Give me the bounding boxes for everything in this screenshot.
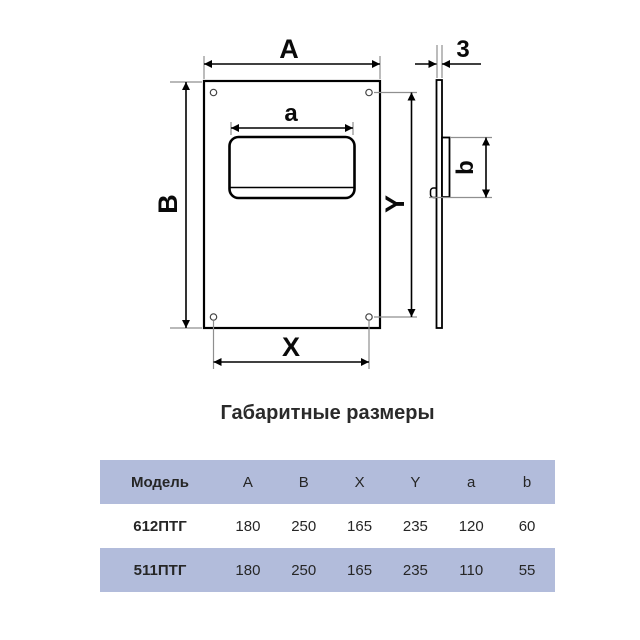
dimension-A: A [203, 34, 381, 79]
mounting-hole [209, 88, 218, 97]
dimension-drawing: A a B X [153, 34, 492, 369]
value-cell: 165 [347, 561, 373, 579]
value-cell: 55 [518, 561, 536, 579]
mounting-hole [365, 313, 373, 321]
dimension-b: b [429, 136, 492, 199]
dimension-Y: Y [374, 91, 417, 318]
mounting-hole [365, 88, 373, 97]
label-a: a [284, 100, 298, 127]
header-cell-a: a [467, 473, 476, 491]
front-plate [202, 79, 382, 330]
value-cell: 120 [458, 517, 484, 535]
table-header-row: Модель A B X Y a b [100, 460, 555, 504]
vent-opening [228, 135, 356, 200]
value-cell: 180 [235, 517, 261, 535]
dimension-a: a [230, 100, 354, 135]
model-cell: 612ПТГ [133, 517, 187, 535]
side-view: 3 b [415, 36, 492, 329]
table-title: Габаритные размеры [220, 402, 435, 424]
table-row: 612ПТГ 180 250 165 235 120 60 [100, 504, 555, 548]
table-row: 511ПТГ 180 250 165 235 110 55 [100, 548, 555, 592]
value-cell: 165 [347, 517, 373, 535]
value-cell: 250 [291, 517, 317, 535]
header-cell-A: A [242, 473, 253, 491]
label-B: B [153, 194, 183, 214]
dimension-X: X [212, 321, 370, 369]
front-view: A a B X [153, 34, 417, 369]
label-A: A [279, 34, 299, 64]
label-Y: Y [380, 195, 410, 213]
header-cell-Y: Y [410, 473, 421, 491]
value-cell: 110 [459, 561, 484, 579]
value-cell: 250 [291, 561, 317, 579]
value-cell: 235 [402, 561, 428, 579]
value-cell: 180 [235, 561, 261, 579]
model-cell: 511ПТГ [133, 561, 187, 579]
label-X: X [282, 332, 300, 362]
header-cell-B: B [298, 473, 309, 491]
side-duct [441, 136, 451, 198]
mounting-hole [209, 313, 218, 321]
side-plate [435, 79, 443, 329]
header-cell-X: X [354, 473, 365, 491]
header-cell-b: b [522, 473, 532, 491]
dimension-B: B [153, 81, 202, 329]
value-cell: 60 [518, 517, 536, 535]
label-thickness: 3 [456, 36, 469, 63]
dimension-thickness: 3 [415, 36, 481, 78]
dimensions-table: Модель A B X Y a b 612ПТГ 180 250 165 23… [100, 460, 555, 592]
value-cell: 235 [402, 517, 428, 535]
label-b: b [452, 160, 479, 175]
header-cell-model: Модель [130, 473, 190, 491]
